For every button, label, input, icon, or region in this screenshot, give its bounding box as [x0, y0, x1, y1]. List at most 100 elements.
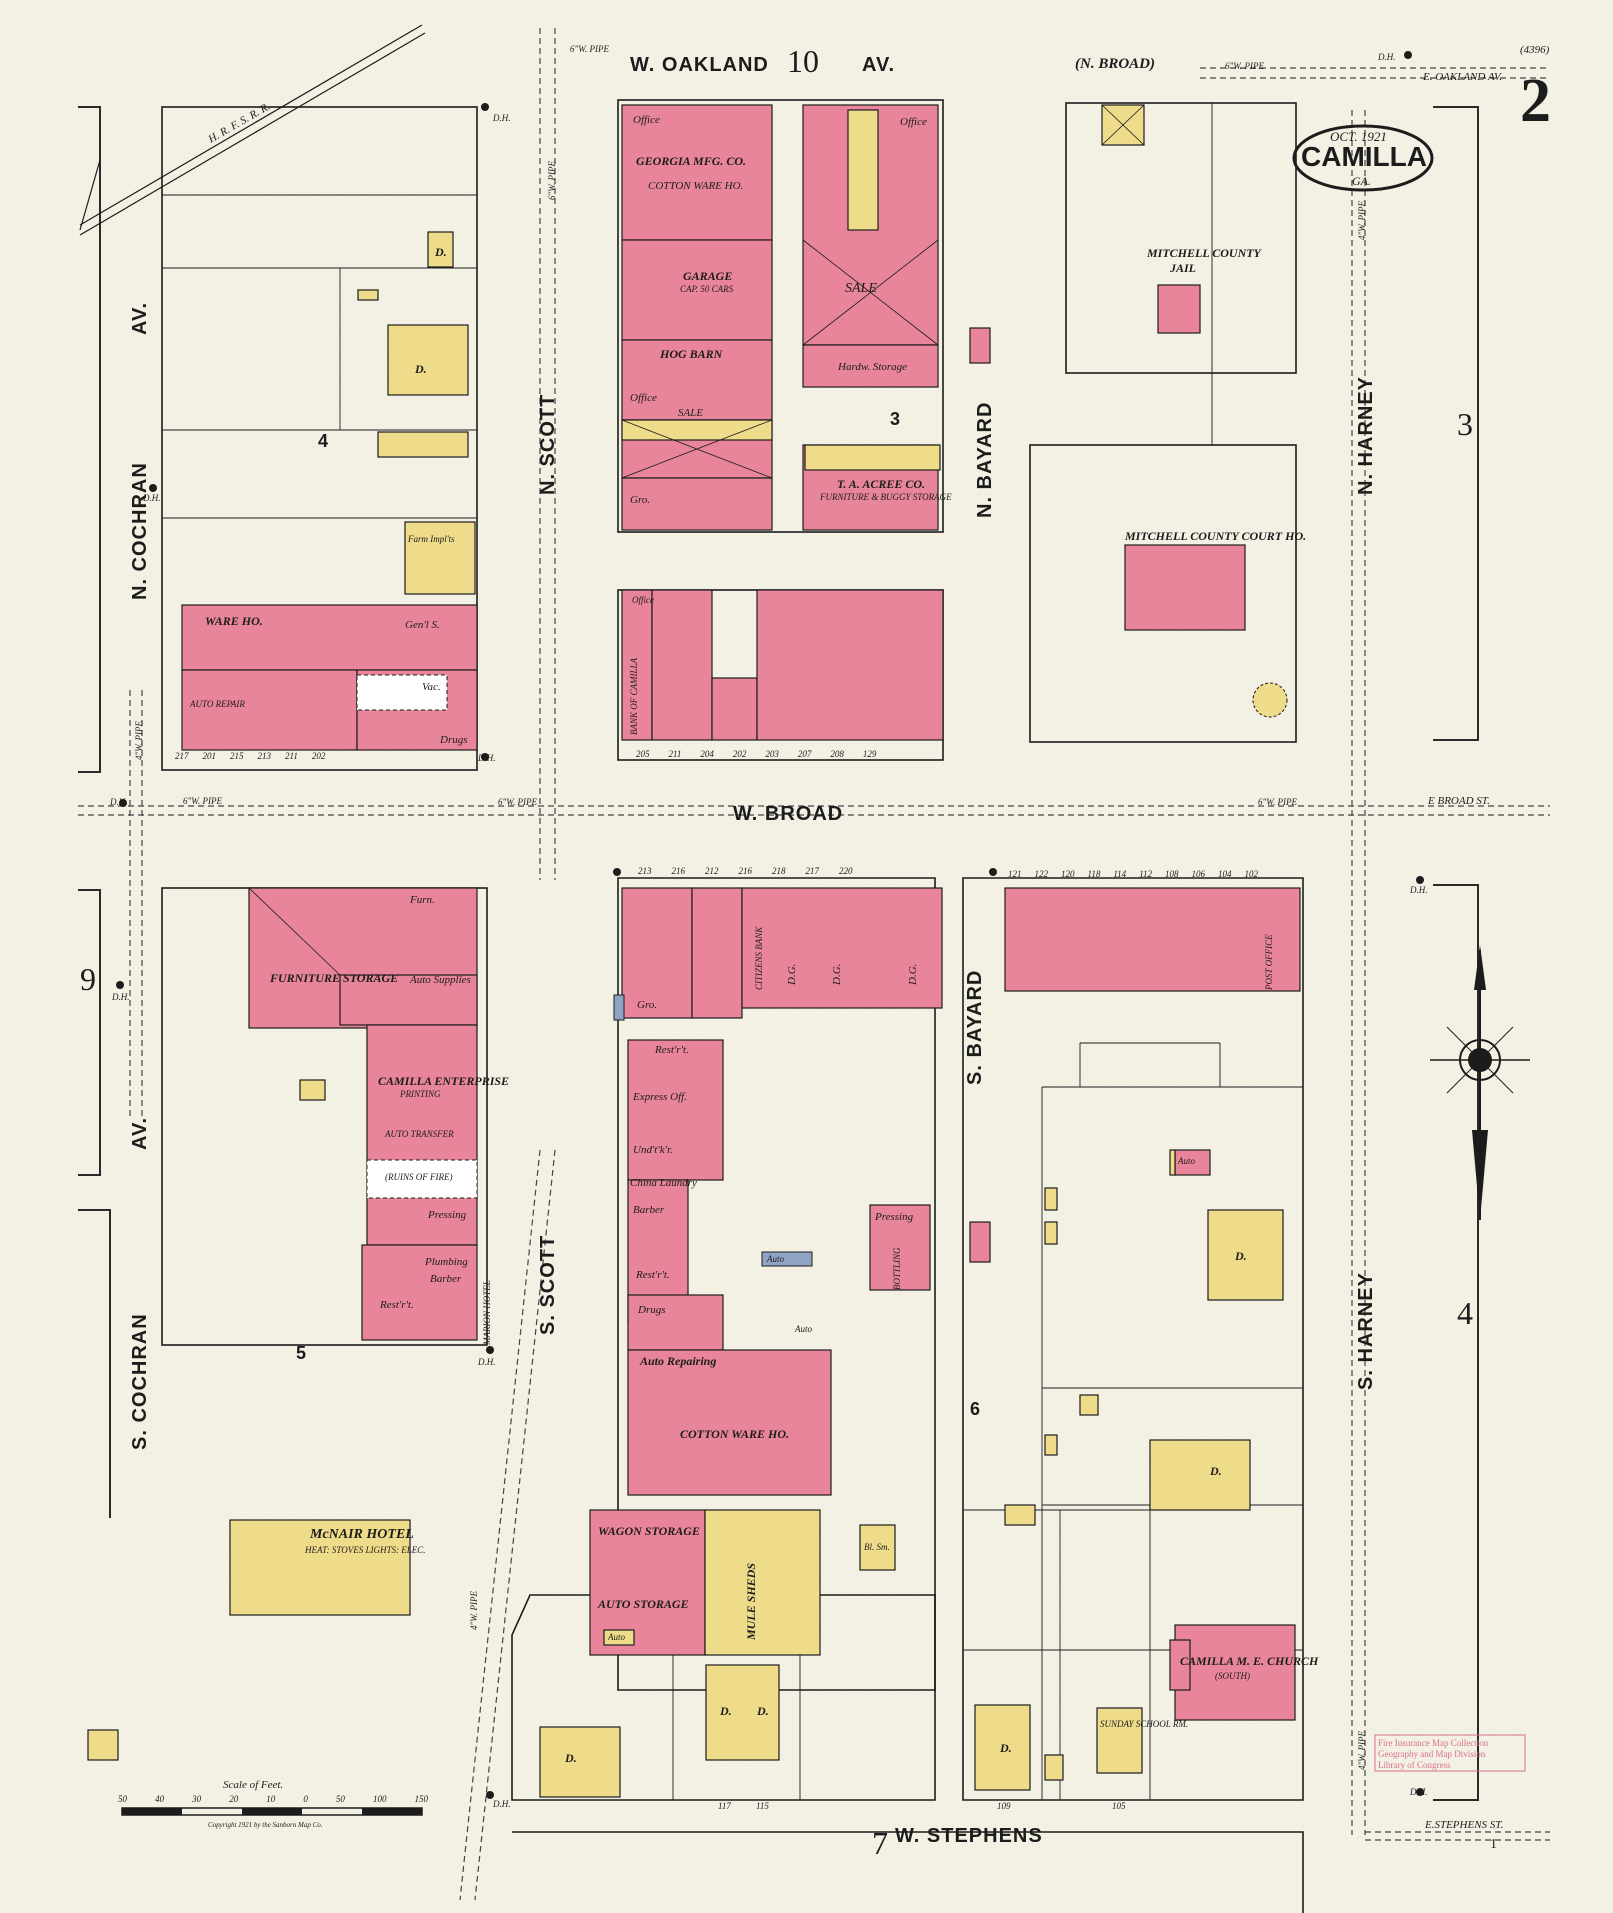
frame-dwelling-5	[539, 1726, 621, 1798]
label-hardw-storage: Hardw. Storage	[838, 361, 908, 373]
block-4-outline	[161, 106, 478, 771]
label-china-laundry: China Laundry	[630, 1177, 697, 1189]
label-restrt-2: Rest'r't.	[655, 1044, 689, 1056]
label-drugs-1: Drugs	[440, 734, 468, 746]
frame-strip-2	[847, 109, 879, 231]
street-s-scott: S. SCOTT	[537, 1234, 559, 1335]
label-express-off: Express Off.	[633, 1091, 687, 1103]
label-sunday-school: SUNDAY SCHOOL RM.	[1100, 1719, 1189, 1729]
broad-shop-row	[756, 589, 944, 741]
street-e-broad: E BROAD ST.	[1428, 795, 1490, 807]
frame-shed-8	[1079, 1394, 1099, 1416]
title-ellipse	[1292, 124, 1434, 192]
stone-vault	[613, 994, 625, 1021]
frame-shed-7	[1044, 1221, 1058, 1245]
label-church: CAMILLA M. E. CHURCH	[1180, 1654, 1319, 1668]
label-hog-barn: HOG BARN	[660, 347, 723, 361]
label-gro-1: Gro.	[630, 494, 651, 506]
frame-dwelling-4	[1149, 1439, 1251, 1511]
town-name: CAMILLA	[1301, 141, 1427, 172]
vacant-lot	[356, 674, 448, 711]
dh-label-3: D.H.	[478, 753, 496, 763]
adjoining-sheet-right-lower: 4	[1457, 1295, 1473, 1331]
label-office-2: Office	[630, 392, 657, 404]
frame-dwelling-7	[974, 1704, 1031, 1791]
label-marion-hotel: MARION HOTEL	[482, 1280, 492, 1345]
express-office-building	[627, 1039, 724, 1181]
label-pressing-2: Pressing	[875, 1211, 914, 1223]
label-office-4: Office	[632, 595, 654, 605]
label-office-3: Office	[900, 116, 927, 128]
water-pipes	[78, 28, 1550, 1901]
dh-label-8: D.H.	[478, 1357, 496, 1367]
label-d-6: D.	[720, 1704, 732, 1718]
broad-s-shop-row	[741, 887, 943, 1009]
label-mcnair-hotel: McNAIR HOTEL	[310, 1527, 414, 1542]
pink-shed	[969, 1221, 991, 1263]
block-stephens-outline	[511, 1594, 936, 1801]
auto-garage-small	[1174, 1149, 1211, 1176]
sheet-number: 2	[1520, 67, 1551, 135]
ruins-of-fire-lot	[366, 1159, 478, 1199]
label-d-5: D.	[565, 1751, 577, 1765]
label-auto-4: Auto	[608, 1632, 625, 1642]
label-pressing-1: Pressing	[428, 1209, 467, 1221]
gro-building	[621, 477, 773, 531]
scale-label: Scale of Feet.	[223, 1779, 284, 1791]
jail-building	[1157, 284, 1201, 334]
street-number-117: 117	[718, 1801, 731, 1811]
dh-label-7: D.H.	[112, 992, 130, 1002]
label-camilla-enterprise: CAMILLA ENTERPRISE	[378, 1074, 510, 1088]
office-building	[651, 589, 713, 741]
frame-d-1	[427, 231, 454, 268]
label-acree: T. A. ACREE CO.	[837, 477, 926, 491]
compass-rose	[1430, 945, 1530, 1220]
label-mule-sheds: MULE SHEDS	[744, 1562, 758, 1640]
sunday-school-building	[1096, 1707, 1143, 1774]
frame-shed-2	[377, 431, 469, 458]
pipe-label-top-right: 6"W. PIPE	[1225, 61, 1264, 71]
frame-box-legend	[87, 1729, 119, 1761]
broad-s-shop-1	[621, 887, 693, 1019]
label-d-8: D.	[1000, 1741, 1012, 1755]
label-bl-sm: Bl. Sm.	[864, 1542, 890, 1552]
dh-label-10: D.H.	[1410, 1787, 1428, 1797]
label-dg-2: D.G.	[831, 963, 843, 985]
hardw-storage-building	[802, 344, 939, 388]
label-restrt-1: Rest'r't.	[380, 1299, 414, 1311]
street-s-bayard: S. BAYARD	[964, 969, 986, 1085]
street-e-oakland: E. OAKLAND AV.	[1423, 71, 1503, 83]
label-d-1: D.	[415, 362, 427, 376]
label-farm-impl: Farm Impl'ts	[408, 534, 455, 544]
brick-buildings	[181, 104, 1301, 1721]
label-garage: GARAGE	[683, 269, 733, 283]
street-s-cochran: S. COCHRAN	[129, 1313, 151, 1450]
label-post-office: POST OFFICE	[1264, 934, 1274, 990]
block-number-3: 3	[890, 409, 901, 429]
railroad-tracks	[79, 24, 426, 236]
frame-dwelling-3	[1207, 1209, 1284, 1301]
street-w-oakland: W. OAKLAND	[630, 54, 769, 76]
label-court-house: MITCHELL COUNTY COURT HO.	[1125, 529, 1307, 543]
mule-sheds	[704, 1509, 821, 1656]
street-number-115: 115	[756, 1801, 769, 1811]
dh-markers	[116, 51, 1424, 1799]
block-number-5: 5	[296, 1343, 307, 1363]
sheet-date: OCT. 1921	[1330, 129, 1387, 144]
copyright: Copyright 1921 by the Sanborn Map Co.	[208, 1821, 323, 1829]
library-stamp-border	[1374, 1734, 1526, 1772]
frame-shed-10	[1044, 1754, 1064, 1781]
label-auto-storage: AUTO STORAGE	[598, 1597, 689, 1611]
street-w-oakland-av: AV.	[862, 54, 896, 76]
pipe-label-scott-bottom: 4"W. PIPE	[469, 1591, 479, 1630]
label-sale-2: SALE	[845, 281, 877, 296]
street-s-harney: S. HARNEY	[1355, 1272, 1377, 1390]
label-mcnair-note: HEAT: STOVES LIGHTS: ELEC.	[305, 1545, 426, 1555]
sheet-ref: (4396)	[1520, 44, 1550, 56]
restrt-barber-building	[361, 1244, 478, 1341]
adjoining-sheet-left: 9	[80, 961, 96, 997]
label-d-2: D.	[435, 245, 447, 259]
